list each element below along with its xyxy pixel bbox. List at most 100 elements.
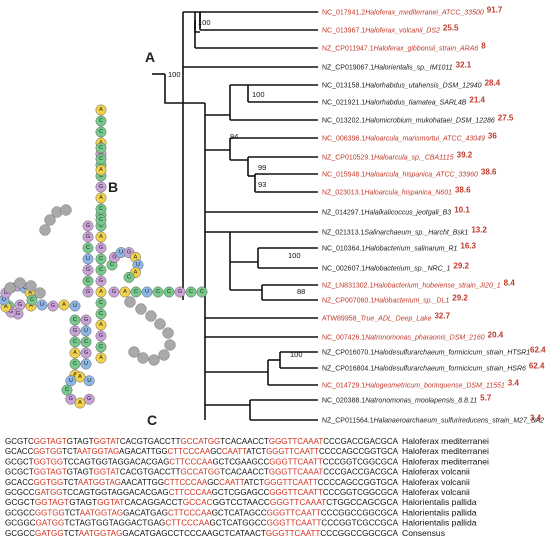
leaf-label: NC_010364.1Halobacterium_salinarum_R1: [322, 246, 458, 253]
nucleotide-letter: U: [87, 378, 91, 384]
nucleotide-letter: G: [99, 184, 103, 190]
nucleotide: [82, 264, 94, 276]
nucleotide-letter: C: [99, 156, 103, 162]
nucleotide-letter: A: [29, 303, 33, 309]
nucleotide: [196, 286, 208, 298]
variable-nucleotide: [34, 287, 46, 299]
nucleotide-letter: U: [69, 378, 73, 384]
variable-nucleotide: [14, 277, 26, 289]
nucleotide: [69, 300, 81, 312]
nucleotide-letter: G: [16, 311, 20, 317]
bootstrap-value: 100: [290, 350, 303, 359]
nucleotide: [26, 294, 38, 306]
panel-label-b: B: [108, 179, 118, 195]
alignment-species-label: Haloferax volcanii: [402, 467, 470, 477]
leaf-value: 27.5: [498, 114, 514, 123]
alignment-row: GCGCTGGTAGTGTAGTGGTATCACAGGACCTGCCACGGTC…: [5, 497, 398, 507]
leaf-value: 36: [488, 132, 497, 141]
nucleotide-letter: C: [167, 289, 171, 295]
panel-label-a: A: [145, 49, 155, 65]
nucleotide-letter: C: [99, 300, 103, 306]
alignment-row: GCGGCGATGGTCTAGTGGTAGGACTGAGCTTCCCAAGCTC…: [5, 518, 398, 528]
alignment-row: GCGTCGGTAGTGTAGTGGTATCACGTGACCTTGCCATGGT…: [5, 436, 398, 446]
leaf-label: NZ_CP010529.1Haloarcula_sp._CBA1115: [322, 155, 454, 162]
nucleotide: [82, 231, 94, 243]
leaf-label: ATW89958_True_ADL_Deep_Lake: [322, 316, 432, 323]
nucleotide-letter: C: [99, 267, 103, 273]
nucleotide: [69, 347, 81, 359]
nucleotide-letter: C: [156, 289, 160, 295]
nucleotide: [95, 308, 107, 320]
nucleotide-letter: C: [189, 289, 193, 295]
leaf-value: 13.2: [471, 226, 487, 235]
alignment-row: GCACCGGTGGTCTAATGGTAGAACATTGGCTTCCCAAGCC…: [5, 477, 398, 487]
nucleotide: [174, 286, 186, 298]
nucleotide: [95, 264, 107, 276]
variable-nucleotide: [137, 352, 149, 364]
nucleotide-letter: U: [119, 250, 123, 256]
leaf-label: NC_017941.2Haloferax_mediterranei_ATCC_3…: [322, 10, 484, 17]
nucleotide: [58, 299, 70, 311]
nucleotide-letter: C: [134, 289, 138, 295]
nucleotide-letter: G: [99, 245, 103, 251]
bootstrap-value: 94: [230, 132, 238, 141]
bootstrap-value: 100: [288, 251, 301, 260]
nucleotide: [82, 220, 94, 232]
nucleotide: [80, 358, 92, 370]
variable-nucleotide: [162, 327, 174, 339]
variable-nucleotide: [44, 214, 56, 226]
variable-nucleotide: [4, 282, 16, 294]
nucleotide: [95, 286, 107, 298]
alignment-species-label: Haloferax volcanii: [402, 477, 470, 487]
nucleotide-letter: A: [99, 289, 103, 295]
nucleotide-letter: C: [86, 245, 90, 251]
nucleotide-letter: A: [134, 254, 138, 260]
nucleotide-letter: C: [99, 217, 103, 223]
nucleotide-letter: A: [134, 270, 138, 276]
nucleotide: [108, 286, 120, 298]
nucleotide: [95, 164, 107, 176]
leaf-label: NZ_LN831302.1Halobacterium_hubeiense_str…: [322, 283, 501, 290]
nucleotide-letter: A: [99, 107, 103, 113]
alignment-species-label: Halorientalis pallida: [402, 497, 477, 507]
alignment-row: GCGCCGATGGTCCAGTGGTAGGACACGAGCTTCCCAAGCT…: [5, 487, 398, 497]
nucleotide-letter: G: [112, 254, 116, 260]
leaf-value: 20.4: [488, 331, 504, 340]
nucleotide-letter: A: [28, 290, 32, 296]
nucleotide: [95, 203, 107, 215]
variable-nucleotide: [135, 303, 147, 315]
leaf-value: 32.7: [434, 312, 450, 321]
nucleotide: [47, 300, 59, 312]
leaf-value: 3.4: [508, 379, 520, 388]
nucleotide-letter: C: [99, 206, 103, 212]
leaf-value: 62.4: [529, 362, 545, 371]
nucleotide: [95, 115, 107, 127]
leaf-value: 8.4: [504, 279, 516, 288]
nucleotide-letter: G: [112, 289, 116, 295]
leaf-label: NZ_014297.1Halalkalicoccus_jeotgali_B3: [322, 210, 451, 217]
leaf-value: 29.2: [452, 294, 468, 303]
leaf-label: NZ_CP007060.1Halobacterium_sp._DL1: [322, 298, 449, 305]
nucleotide-letter: G: [86, 234, 90, 240]
nucleotide-letter: C: [30, 297, 34, 303]
bootstrap-value: 100: [168, 70, 181, 79]
bootstrap-value: 99: [258, 163, 266, 172]
nucleotide: [141, 286, 153, 298]
alignment-species-label: Halorientalis pallida: [402, 518, 477, 528]
nucleotide-letter: A: [73, 350, 77, 356]
bootstrap-value: 93: [258, 180, 266, 189]
nucleotide-letter: C: [99, 344, 103, 350]
leaf-label: NZ_CP011564.1Halanaeroarchaeum_sulfurire…: [322, 418, 544, 425]
leaf-label: NC_020388.1Natronomonas_moolapensis_8.8.…: [322, 398, 477, 405]
nucleotide-letter: A: [99, 167, 103, 173]
nucleotide-letter: U: [73, 303, 77, 309]
nucleotide-letter: U: [84, 361, 88, 367]
leaf-label: NC_021921.1Halorhabdus_tiamatea_SARL4B: [322, 100, 467, 107]
nucleotide: [95, 214, 107, 226]
nucleotide-letter: U: [84, 328, 88, 334]
nucleotide: [82, 253, 94, 265]
leaf-label: NZ_CP019067.1Halorientalis_sp._IM1011: [322, 65, 453, 72]
nucleotide: [74, 397, 86, 409]
variable-nucleotide: [128, 346, 140, 358]
alignment-species-label: Haloferax mediterranei: [402, 456, 489, 466]
